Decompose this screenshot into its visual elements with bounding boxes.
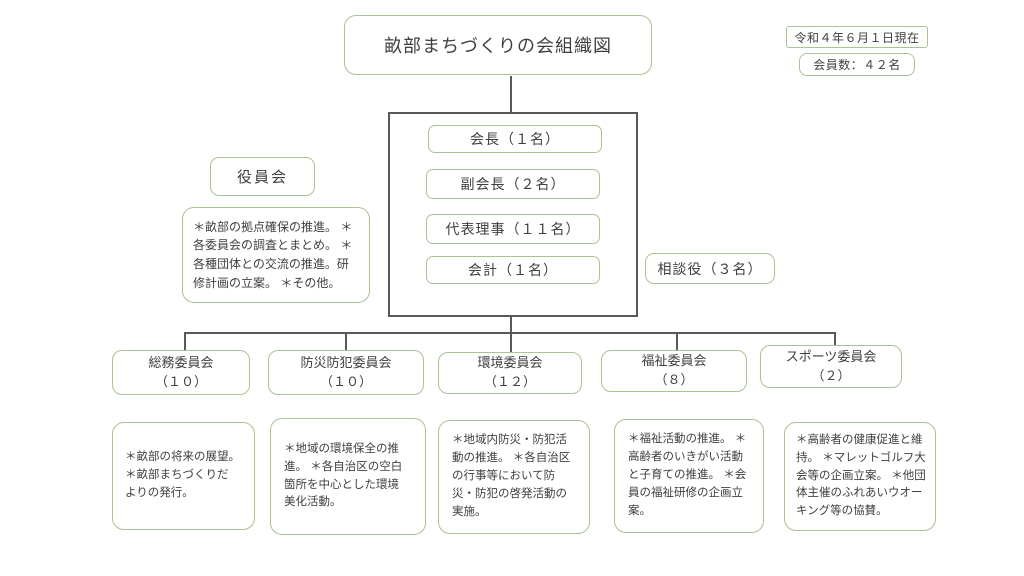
duty-box-3: ＊地域内防災・防犯活 動の推進。 ＊各自治区 の行事等において防 災・防犯の啓発… <box>438 420 590 534</box>
duty-text: ＊地域の環境保全の推 進。 ＊各自治区の空白 箇所を中心とした環境 美化活動。 <box>284 442 403 509</box>
date-note: 令和４年６月１日現在 <box>794 30 920 45</box>
chart-title: 畝部まちづくりの会組織図 <box>384 36 612 56</box>
connector-drop-welfare <box>676 332 678 350</box>
connector-drop-environment <box>510 332 512 352</box>
member-count: 会員数：４２名 <box>813 58 901 72</box>
connector-title-to-executives <box>510 76 512 112</box>
advisor-box: 相談役（３名） <box>645 253 775 284</box>
executive-group-rect: 会長（１名） 副会長（２名） 代表理事（１１名） 会計（１名） <box>388 112 638 317</box>
committee-box-environment: 環境委員会 （１２） <box>438 352 582 394</box>
committee-name: 環境委員会 <box>477 355 543 371</box>
duty-box-1: ＊畝部の将来の展望。 ＊畝部まちづくりだ よりの発行。 <box>112 422 255 530</box>
officer-box-chairman: 会長（１名） <box>428 125 602 153</box>
officer-label: 会計（１名） <box>468 262 558 278</box>
committee-box-general-affairs: 総務委員会 （１０） <box>112 350 250 395</box>
officer-label: 会長（１名） <box>470 131 560 147</box>
duty-text: ＊高齢者の健康促進と維 持。 ＊マレットゴルフ大 会等の企画立案。 ＊他団 体主… <box>796 433 926 518</box>
officer-label: 代表理事（１１名） <box>445 221 581 237</box>
board-duties: ＊畝部の拠点確保の推進。 ＊ 各委員会の調査とまとめ。 ＊ 各種団体との交流の推… <box>193 219 353 290</box>
connector-drop-general-affairs <box>184 332 186 350</box>
connector-executives-down <box>510 317 512 333</box>
board-label: 役員会 <box>236 169 288 186</box>
committee-box-welfare: 福祉委員会 （８） <box>601 350 747 392</box>
chart-title-box: 畝部まちづくりの会組織図 <box>344 15 652 75</box>
board-duties-box: ＊畝部の拠点確保の推進。 ＊ 各委員会の調査とまとめ。 ＊ 各種団体との交流の推… <box>182 207 370 303</box>
member-count-box: 会員数：４２名 <box>799 53 915 76</box>
date-note-box: 令和４年６月１日現在 <box>786 26 928 48</box>
connector-drop-sports <box>834 332 836 345</box>
committee-name: スポーツ委員会 <box>785 348 877 364</box>
officer-box-treasurer: 会計（１名） <box>426 256 600 284</box>
board-box: 役員会 <box>210 157 315 196</box>
advisor-label: 相談役（３名） <box>657 260 763 277</box>
committee-count: （１２） <box>483 374 536 389</box>
committee-box-disaster-prevention: 防災防犯委員会 （１０） <box>268 350 424 395</box>
officer-label: 副会長（２名） <box>460 176 566 192</box>
committee-count: （８） <box>654 372 694 387</box>
duty-text: ＊福祉活動の推進。 ＊ 高齢者のいきがい活動 と子育ての推進。 ＊会 員の福祉研… <box>628 433 747 517</box>
committee-name: 福祉委員会 <box>641 353 707 369</box>
connector-drop-disaster-prevention <box>345 332 347 350</box>
committee-name: 防災防犯委員会 <box>300 354 392 370</box>
committee-count: （１０） <box>319 373 372 389</box>
duty-box-5: ＊高齢者の健康促進と維 持。 ＊マレットゴルフ大 会等の企画立案。 ＊他団 体主… <box>784 422 936 531</box>
duty-box-4: ＊福祉活動の推進。 ＊ 高齢者のいきがい活動 と子育ての推進。 ＊会 員の福祉研… <box>614 419 764 533</box>
duty-text: ＊地域内防災・防犯活 動の推進。 ＊各自治区 の行事等において防 災・防犯の啓発… <box>452 434 571 518</box>
committee-name: 総務委員会 <box>148 354 214 370</box>
officer-box-representative-directors: 代表理事（１１名） <box>426 214 600 244</box>
committee-count: （１０） <box>154 373 207 389</box>
officer-box-vice-chairman: 副会長（２名） <box>426 169 600 199</box>
duty-box-2: ＊地域の環境保全の推 進。 ＊各自治区の空白 箇所を中心とした環境 美化活動。 <box>270 418 426 535</box>
committee-count: （２） <box>811 367 851 383</box>
duty-text: ＊畝部の将来の展望。 ＊畝部まちづくりだ よりの発行。 <box>125 451 240 499</box>
committee-box-sports: スポーツ委員会 （２） <box>760 345 902 388</box>
